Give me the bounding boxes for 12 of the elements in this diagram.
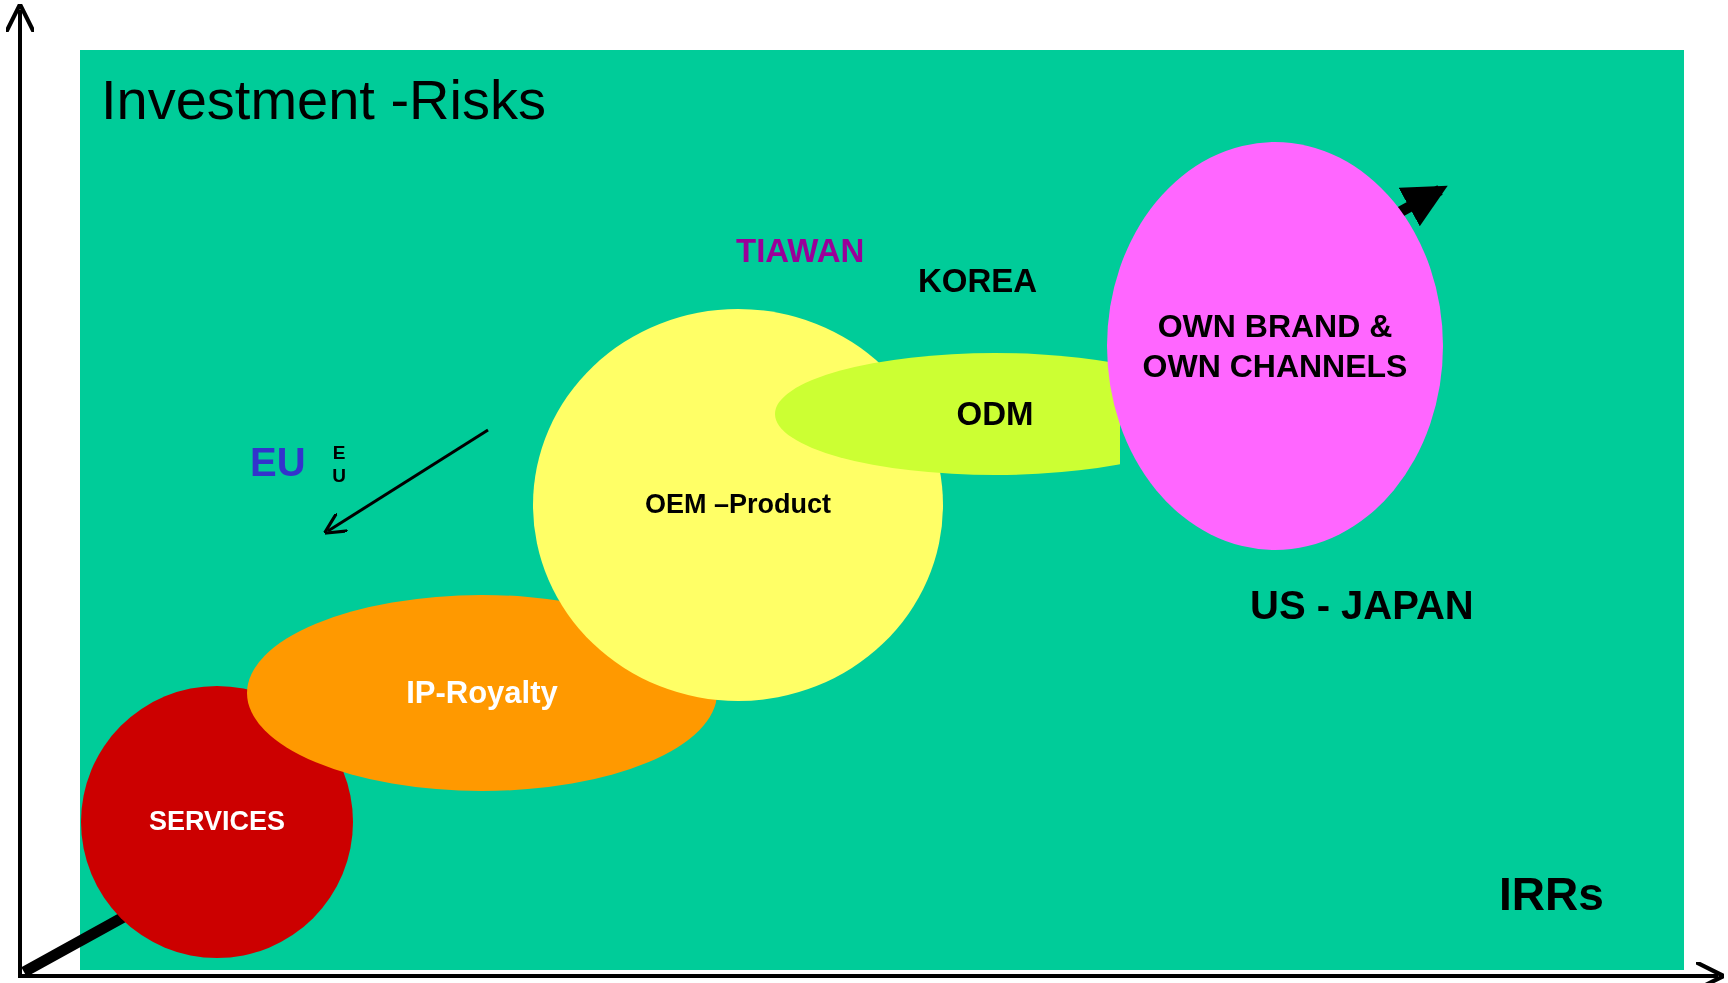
node-label: OWN BRAND & OWN CHANNELS [1141,307,1409,386]
region-label: KOREA [918,264,1038,297]
node-label: OEM –Product [644,488,832,522]
title: Investment -Risks [101,72,546,128]
vertical-label: E U [332,442,346,488]
region-label: EU [250,442,306,482]
region-label: US - JAPAN [1250,585,1474,625]
axis-label: IRRs [1499,871,1604,917]
node-label: SERVICES [147,805,287,839]
node-label: IP-Royalty [405,673,559,712]
node-label: ODM [955,394,1035,435]
region-label: TIAWAN [736,234,865,267]
